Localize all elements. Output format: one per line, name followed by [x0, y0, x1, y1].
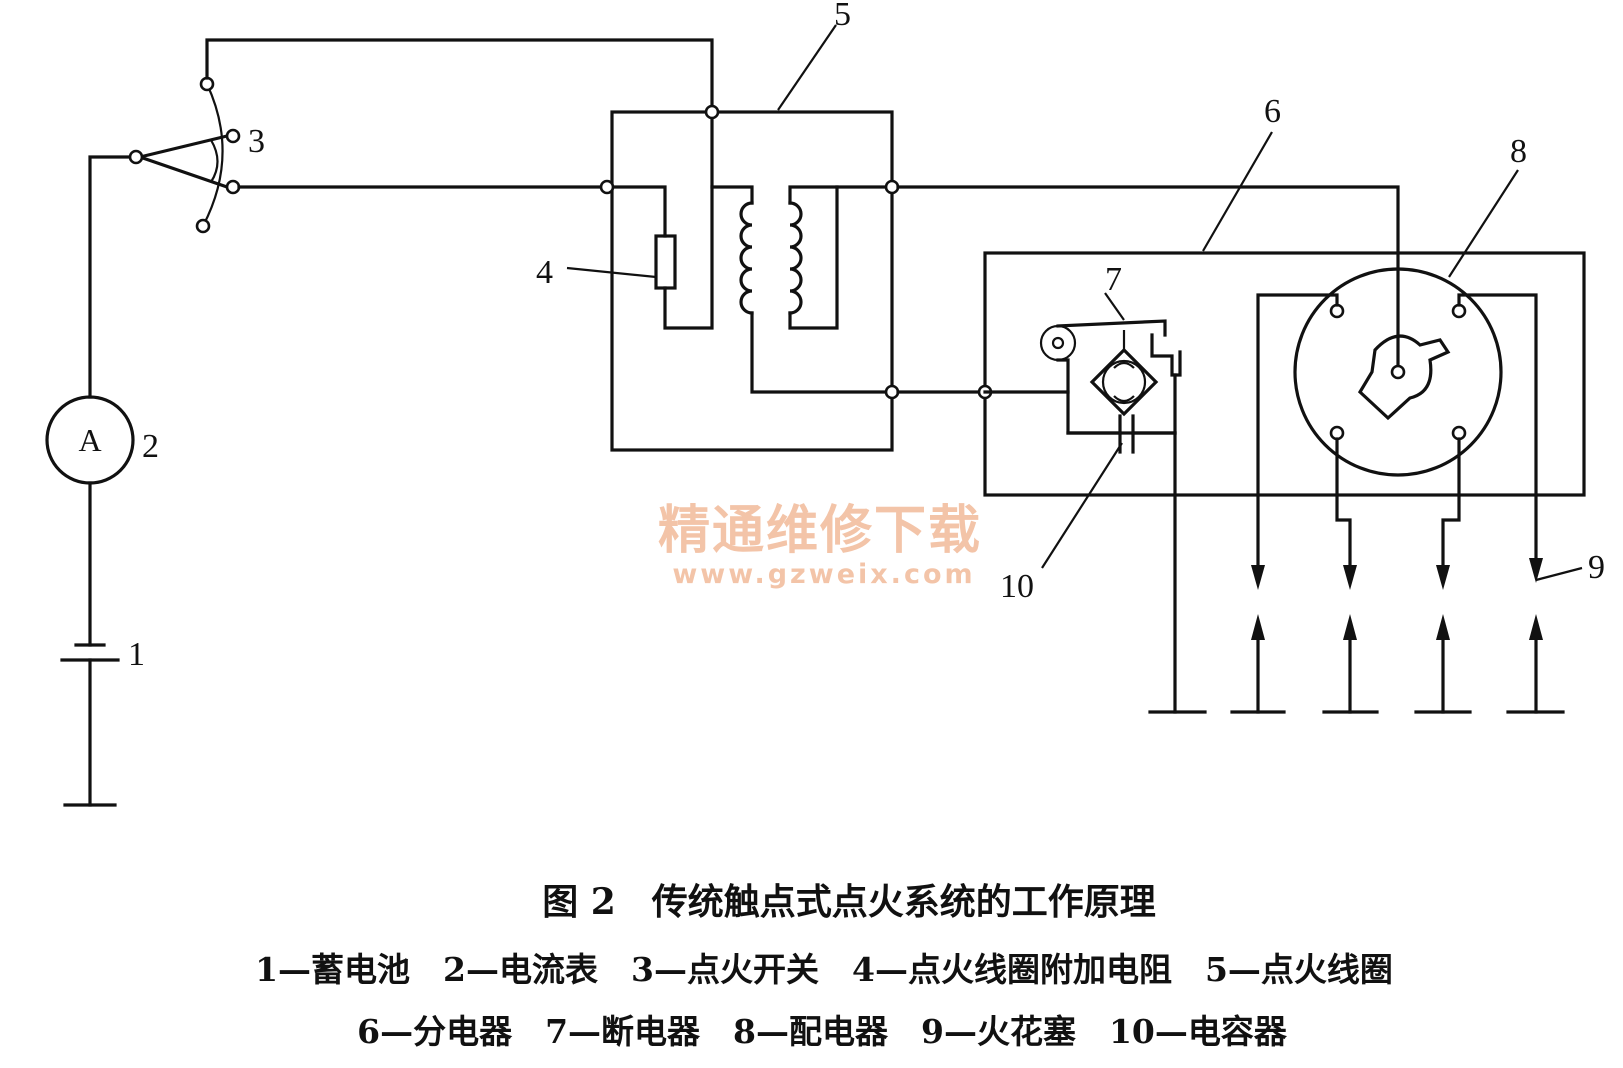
- spark-plugs: [1148, 614, 1565, 714]
- leader-4: [566, 266, 657, 279]
- label-2: 2: [142, 428, 159, 465]
- rotor: [1293, 267, 1503, 477]
- legend-line-1: 1—蓄电池 2—电流表 3—点火开关 4—点火线圈附加电阻 5—点火线圈: [255, 950, 1393, 989]
- label-5: 5: [834, 0, 851, 33]
- breaker: [983, 319, 1182, 714]
- label-10: 10: [1000, 568, 1034, 605]
- spark-wires: [1251, 293, 1543, 590]
- capacitor: [1066, 414, 1177, 454]
- leader-9: [1535, 566, 1583, 582]
- distributor: [977, 251, 1586, 497]
- leader-6: [1202, 131, 1273, 252]
- label-7: 7: [1105, 261, 1122, 298]
- label-6: 6: [1264, 93, 1281, 130]
- ammeter: A: [45, 395, 135, 485]
- leader-7: [1104, 292, 1125, 321]
- label-9: 9: [1588, 549, 1605, 586]
- label-3: 3: [248, 123, 265, 160]
- ignition-switch: [128, 76, 241, 234]
- watermark-url: www.gzweix.com: [672, 559, 975, 590]
- ignition-coil: [599, 104, 900, 452]
- battery-branch: [60, 481, 120, 807]
- label-4: 4: [536, 254, 553, 291]
- leader-5: [777, 24, 837, 111]
- label-1: 1: [128, 636, 145, 673]
- label-8: 8: [1510, 133, 1527, 170]
- leader-10: [1041, 442, 1123, 569]
- watermark-name: 精通维修下载: [658, 501, 982, 561]
- figure-title: 图 2 传统触点式点火系统的工作原理: [542, 881, 1156, 923]
- ammeter-symbol: A: [78, 422, 101, 458]
- leader-8: [1448, 169, 1519, 278]
- legend-line-2: 6—分电器 7—断电器 8—配电器 9—火花塞 10—电容器: [357, 1012, 1288, 1051]
